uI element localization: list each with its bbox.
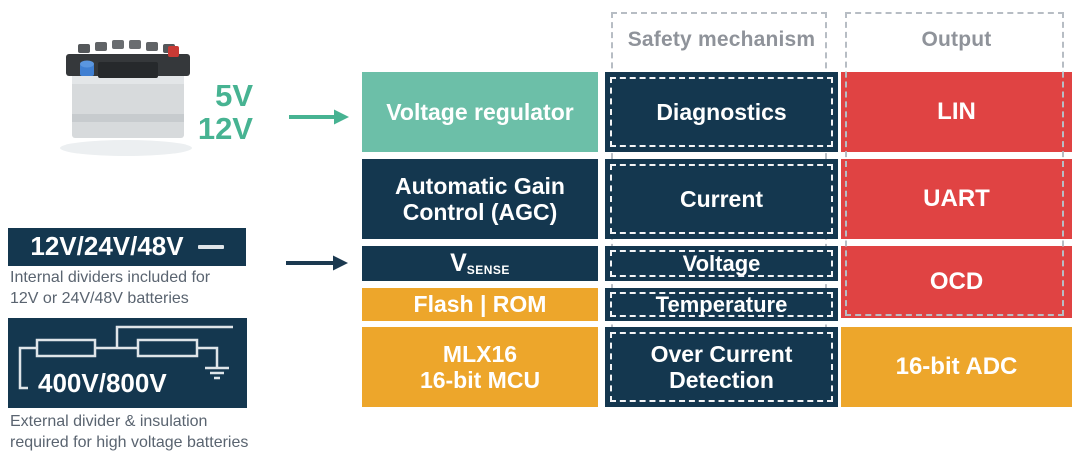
block-temperature: Temperature [605, 288, 838, 321]
block-voltage: Voltage [605, 246, 838, 281]
block-mlx16-mcu: MLX16 16-bit MCU [362, 327, 598, 407]
block-uart: UART [841, 159, 1072, 239]
block-12v-24v-48v-label: 12V/24V/48V [30, 231, 184, 262]
block-voltage-regulator: Voltage regulator [362, 72, 598, 152]
block-over-current-detection: Over Current Detection [605, 327, 838, 407]
block-16bit-adc: 16-bit ADC [841, 327, 1072, 407]
block-ocd: OCD [841, 246, 1072, 318]
block-vsense-subscript: SENSE [466, 262, 510, 277]
block-agc: Automatic Gain Control (AGC) [362, 159, 598, 239]
block-flash-rom: Flash | ROM [362, 288, 598, 321]
block-diagnostics-label: Diagnostics [656, 98, 787, 125]
output-column-header: Output [921, 28, 992, 51]
caption-internal-dividers: Internal dividers included for 12V or 24… [10, 269, 211, 307]
block-vsense-label: V [450, 249, 467, 278]
block-12v-24v-48v: 12V/24V/48V [8, 228, 246, 266]
block-temperature-label: Temperature [655, 291, 788, 317]
block-current-label: Current [679, 185, 764, 212]
block-lin: LIN [841, 72, 1072, 152]
battery-image [42, 18, 210, 162]
input-voltage-label: 5V 12V [197, 78, 253, 146]
block-current: Current [605, 159, 838, 239]
divider-dash-icon [197, 245, 224, 249]
block-over-current-detection-label: Over Current Detection [650, 340, 793, 393]
caption-external-divider: External divider & insulation required f… [10, 413, 249, 451]
block-400v-800v-label: 400V/800V [38, 368, 167, 399]
arrow-right-navy-icon [285, 254, 349, 272]
block-diagnostics: Diagnostics [605, 72, 838, 152]
voltage-divider-circuit-diagram [18, 325, 233, 390]
arrow-right-teal-icon [288, 108, 350, 126]
block-voltage-label: Voltage [682, 250, 761, 276]
block-400v-800v: 400V/800V [8, 318, 247, 408]
safety-column-header: Safety mechanism [627, 28, 816, 51]
